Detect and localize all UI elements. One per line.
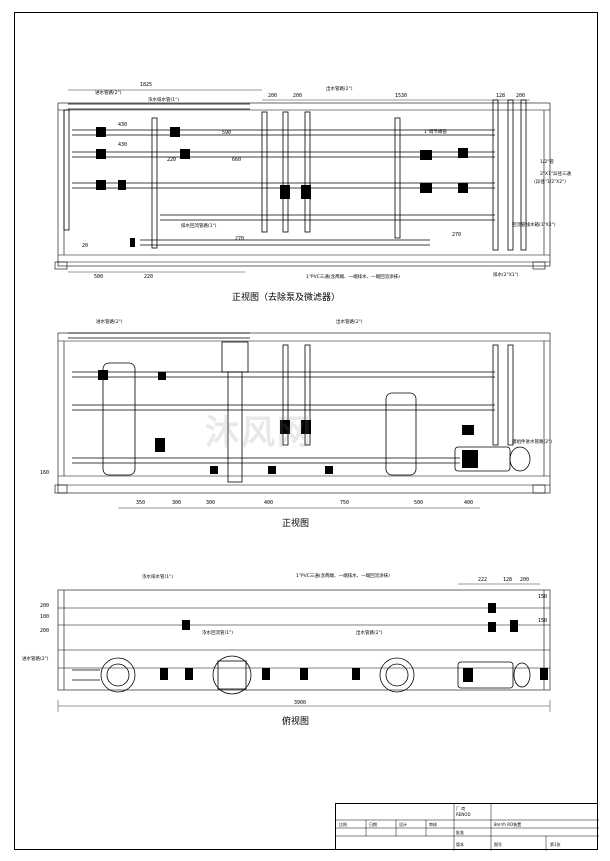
view1-dim: 1825 xyxy=(140,82,153,88)
view3-label-outlet: 出水管路(2") xyxy=(356,631,383,636)
view1-dim: 270 xyxy=(235,236,245,242)
tb-rev: 版本 xyxy=(456,842,464,847)
view2-dim: 400 xyxy=(264,500,274,506)
view2-dim: 300 xyxy=(206,500,216,506)
view3-dim: 200 xyxy=(520,577,530,583)
sheet-border xyxy=(14,12,598,850)
view1-dimlines xyxy=(68,89,530,273)
tb-company-b: RENOD xyxy=(456,812,471,817)
view2-valves xyxy=(98,370,478,474)
view1-label-outlet: 出水管路(2") xyxy=(326,87,353,92)
view1-label-tail: 回流管线水箱(1"X2") xyxy=(512,223,556,228)
view1-dim: 270 xyxy=(452,232,462,238)
view1-label-outlet-drain: 排水(2"X1") xyxy=(493,273,519,278)
view1-dim: 220 xyxy=(144,274,154,280)
view3-parts xyxy=(72,655,531,695)
view2-dim: 750 xyxy=(340,500,350,506)
tb-design: 设计 xyxy=(399,822,407,827)
title-block: 厂 商 RENOD 8m³/h RO装置 第1张 比例 日期 设计 审核 批准 … xyxy=(335,803,599,851)
view1-label-pvc: 1"PVC三通(含两端、一端排水、一端回流涂抹) xyxy=(306,275,400,280)
view2-title: 正视图 xyxy=(282,519,310,529)
view3-dim: 100 xyxy=(40,614,50,620)
view1-label-regulator: 1"调节阀管 xyxy=(424,130,447,135)
tb-check: 审核 xyxy=(429,822,437,827)
view1-dim: 500 xyxy=(94,274,104,280)
view1-label-three-way: 2"X1"异径三通 xyxy=(540,172,571,177)
view1-dim: 200 xyxy=(293,93,303,99)
view1-dim: 430 xyxy=(118,142,128,148)
view2-dim: 160 xyxy=(40,470,50,476)
tb-number: 图号 xyxy=(494,842,502,847)
view1-label-note: (异径"1/2"X2") xyxy=(534,180,566,185)
view1-dim: 430 xyxy=(118,122,128,128)
view1-dim: 1530 xyxy=(395,93,408,99)
view1-frame xyxy=(54,102,551,270)
view3-label-pvc: 1"PVC三通(含两端、一端排水、一端回流涂抹) xyxy=(296,574,390,579)
view3-dim: 128 xyxy=(503,577,513,583)
view3-dim: 200 xyxy=(40,628,50,634)
view2-dim: 300 xyxy=(172,500,182,506)
title-block-grid xyxy=(336,804,599,851)
view3-label-inlet: 进水管路(2") xyxy=(22,657,49,662)
tb-date: 日期 xyxy=(369,822,377,827)
view3-valves xyxy=(160,603,548,682)
tb-approve: 批准 xyxy=(456,830,464,835)
view3-dim: 200 xyxy=(40,603,50,609)
view1-title: 正视图（去除泵及微滤器） xyxy=(232,293,341,303)
view2-label-inlet: 进水管路(2") xyxy=(96,320,123,325)
view2-dim: 500 xyxy=(414,500,424,506)
view3-frame xyxy=(57,589,551,691)
view3-label-rinse: 浓水排水管(1") xyxy=(142,575,173,580)
view1-dim: 128 xyxy=(496,93,506,99)
view2-dim: 350 xyxy=(136,500,146,506)
view3-dim: 150 xyxy=(538,618,548,624)
view3-dim: 150 xyxy=(538,594,548,600)
view3-title: 俯视图 xyxy=(282,717,310,727)
tb-sheet: 第1张 xyxy=(550,842,561,847)
watermark: 沐风网 xyxy=(205,413,313,453)
tb-drawing-name: 8m³/h RO装置 xyxy=(494,822,522,827)
view2-frame xyxy=(54,332,551,494)
view1-label-drain: 排水回流管路(1") xyxy=(181,224,217,229)
view1-dim: 660 xyxy=(232,157,242,163)
view2-label-pump-inlet: 膜组件进水管路(2") xyxy=(512,440,552,445)
view3-dim-total: 3900 xyxy=(294,700,307,706)
view1-dim: 220 xyxy=(167,157,177,163)
view1-dim: 590 xyxy=(222,130,232,136)
view1-dim: 200 xyxy=(516,93,526,99)
view2-label-outlet: 出水管路(2") xyxy=(336,320,363,325)
view1-pipes xyxy=(63,99,527,251)
view1-dim: 200 xyxy=(268,93,278,99)
view3-dimlines xyxy=(57,583,551,712)
view3-label-drain: 浓水回流管(1") xyxy=(202,631,233,636)
view1-label-rinse: 浓水排水管(1") xyxy=(148,98,179,103)
view2-dim: 400 xyxy=(464,500,474,506)
view1-label-inlet: 进水管路(2") xyxy=(95,91,122,96)
view1-dim: 20 xyxy=(82,243,89,249)
tb-scale: 比例 xyxy=(339,822,347,827)
tb-company-a: 厂 商 xyxy=(456,806,466,811)
view2-pipes xyxy=(68,332,531,483)
view1-valves xyxy=(96,127,468,247)
view3-dim: 222 xyxy=(478,577,488,583)
view1-label-cross: 1/2"管 xyxy=(540,160,554,165)
